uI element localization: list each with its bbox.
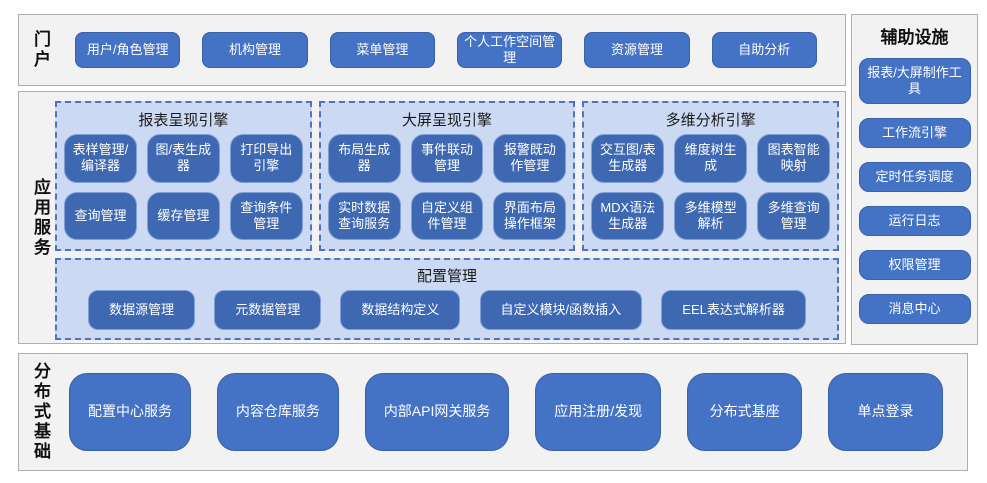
- box-chart-smart-mapping: 图表智能映射: [757, 134, 831, 183]
- box-multidim-model-parsing: 多维模型解析: [674, 191, 748, 240]
- auxiliary-button-column: 报表/大屏制作工具 工作流引擎 定时任务调度 运行日志 权限管理 消息中心: [852, 52, 977, 344]
- foundation-box-single-sign-on: 单点登录: [828, 373, 943, 451]
- aux-box-permission-mgmt: 权限管理: [858, 250, 971, 280]
- foundation-box-internal-api-gateway-service: 内部API网关服务: [364, 373, 510, 451]
- engine-groups-row: 报表呈现引擎 表样管理/编译器 图/表生成器 打印导出引擎 查询管理 缓存管理 …: [55, 101, 840, 251]
- portal-box-personal-workspace-mgmt: 个人工作空间管理: [456, 32, 563, 68]
- box-event-linkage-mgmt: 事件联动管理: [410, 134, 484, 183]
- box-datasource-mgmt: 数据源管理: [88, 290, 196, 330]
- config-mgmt-group-row: 数据源管理 元数据管理 数据结构定义 自定义模块/函数插入 EEL表达式解析器: [67, 290, 827, 330]
- box-realtime-data-query-service: 实时数据查询服务: [327, 191, 401, 240]
- foundation-section-label: 分布式基础: [31, 362, 50, 462]
- box-cache-mgmt: 缓存管理: [146, 191, 220, 240]
- dashboard-engine-group: 大屏呈现引擎 布局生成器 事件联动管理 报警既动作管理 实时数据查询服务 自定义…: [318, 101, 576, 251]
- portal-section-label: 门户: [31, 30, 50, 70]
- portal-box-resource-mgmt: 资源管理: [584, 32, 690, 68]
- olap-engine-group-grid: 交互图/表生成器 维度树生成 图表智能映射 MDX语法生成器 多维模型解析 多维…: [591, 134, 831, 240]
- box-interactive-chart-generator: 交互图/表生成器: [591, 134, 665, 183]
- dashboard-engine-group-title: 大屏呈现引擎: [402, 112, 493, 129]
- foundation-box-content-repository-service: 内容仓库服务: [216, 373, 339, 451]
- app-services-section-label: 应用服务: [31, 177, 50, 258]
- portal-section: 门户 用户/角色管理 机构管理 菜单管理 个人工作空间管理 资源管理 自助分析: [18, 14, 846, 86]
- app-services-content: 报表呈现引擎 表样管理/编译器 图/表生成器 打印导出引擎 查询管理 缓存管理 …: [51, 92, 845, 343]
- box-metadata-mgmt: 元数据管理: [214, 290, 322, 330]
- report-engine-group-grid: 表样管理/编译器 图/表生成器 打印导出引擎 查询管理 缓存管理 查询条件管理: [64, 134, 303, 240]
- box-query-condition-mgmt: 查询条件管理: [229, 191, 303, 240]
- aux-box-report-dashboard-designer: 报表/大屏制作工具: [858, 58, 971, 104]
- olap-engine-group: 多维分析引擎 交互图/表生成器 维度树生成 图表智能映射 MDX语法生成器 多维…: [582, 101, 840, 251]
- box-layout-generator: 布局生成器: [327, 134, 401, 183]
- aux-box-scheduled-task-dispatch: 定时任务调度: [858, 162, 971, 192]
- box-ui-layout-operation-framework: 界面布局操作框架: [493, 191, 567, 240]
- portal-button-row: 用户/角色管理 机构管理 菜单管理 个人工作空间管理 资源管理 自助分析: [51, 32, 845, 68]
- foundation-section: 分布式基础 配置中心服务 内容仓库服务 内部API网关服务 应用注册/发现 分布…: [18, 353, 968, 471]
- config-mgmt-group: 配置管理 数据源管理 元数据管理 数据结构定义 自定义模块/函数插入 EEL表达…: [55, 258, 839, 340]
- aux-box-run-logs: 运行日志: [858, 206, 971, 236]
- box-chart-table-generator: 图/表生成器: [146, 134, 220, 183]
- foundation-button-row: 配置中心服务 内容仓库服务 内部API网关服务 应用注册/发现 分布式基座 单点…: [51, 373, 967, 451]
- portal-box-user-role-mgmt: 用户/角色管理: [75, 32, 181, 68]
- portal-box-org-mgmt: 机构管理: [202, 32, 308, 68]
- box-print-export-engine: 打印导出引擎: [229, 134, 303, 183]
- auxiliary-section: 辅助设施 报表/大屏制作工具 工作流引擎 定时任务调度 运行日志 权限管理 消息…: [851, 14, 978, 345]
- report-engine-group: 报表呈现引擎 表样管理/编译器 图/表生成器 打印导出引擎 查询管理 缓存管理 …: [55, 101, 312, 251]
- box-sheet-mgmt-compiler: 表样管理/编译器: [64, 134, 137, 183]
- config-mgmt-group-title: 配置管理: [416, 268, 477, 285]
- app-services-section: 应用服务 报表呈现引擎 表样管理/编译器 图/表生成器 打印导出引擎 查询管理 …: [18, 91, 846, 344]
- aux-box-workflow-engine: 工作流引擎: [858, 118, 971, 148]
- foundation-box-distributed-base: 分布式基座: [687, 373, 803, 451]
- box-mdx-syntax-generator: MDX语法生成器: [591, 191, 665, 240]
- box-query-mgmt: 查询管理: [64, 191, 137, 240]
- foundation-box-app-registration-discovery: 应用注册/发现: [535, 373, 662, 451]
- box-alarm-action-mgmt: 报警既动作管理: [493, 134, 567, 183]
- auxiliary-section-label: 辅助设施: [880, 28, 949, 47]
- box-data-structure-definition: 数据结构定义: [340, 290, 461, 330]
- olap-engine-group-title: 多维分析引擎: [665, 112, 756, 129]
- box-custom-component-mgmt: 自定义组件管理: [410, 191, 484, 240]
- dashboard-engine-group-grid: 布局生成器 事件联动管理 报警既动作管理 实时数据查询服务 自定义组件管理 界面…: [327, 134, 567, 240]
- box-multidim-query-mgmt: 多维查询管理: [757, 191, 831, 240]
- box-eel-expression-parser: EEL表达式解析器: [661, 290, 806, 330]
- box-custom-module-function-insert: 自定义模块/函数插入: [479, 290, 643, 330]
- portal-box-menu-mgmt: 菜单管理: [329, 32, 435, 68]
- report-engine-group-title: 报表呈现引擎: [138, 112, 229, 129]
- portal-box-self-service-analysis: 自助分析: [711, 32, 817, 68]
- foundation-box-config-center-service: 配置中心服务: [69, 373, 191, 451]
- aux-box-message-center: 消息中心: [858, 294, 971, 324]
- box-dimension-tree-generation: 维度树生成: [674, 134, 748, 183]
